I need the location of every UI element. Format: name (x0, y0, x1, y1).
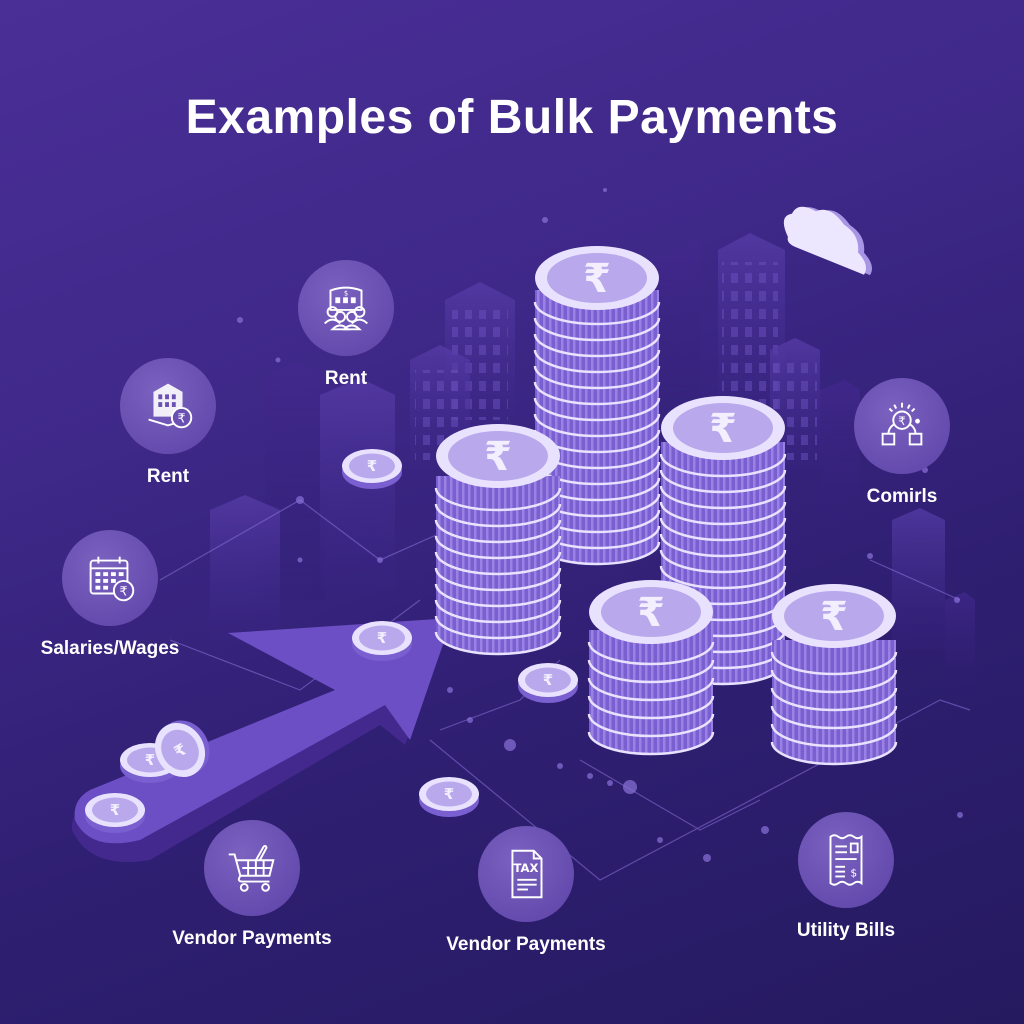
category-label: Rent (146, 466, 190, 487)
category-vendor-cart: Vendor Payments (152, 820, 352, 950)
stack-left (434, 424, 562, 656)
calendar-rupee-icon: ₹ (89, 556, 135, 602)
svg-text:$: $ (344, 289, 348, 297)
building-rupee-icon: ₹ (148, 383, 193, 429)
category-label: Salaries/Wages (40, 638, 180, 659)
svg-text:₹: ₹ (178, 410, 186, 425)
receipt-icon: $ (829, 834, 863, 886)
category-label: Utility Bills (796, 920, 896, 941)
category-utility: $ Utility Bills (746, 812, 946, 942)
category-rent-building: ₹ Rent (68, 358, 268, 488)
icon-circle: $ (798, 812, 894, 908)
svg-text:₹: ₹ (120, 583, 128, 598)
svg-text:$: $ (850, 866, 857, 879)
group-building-icon: $ (324, 286, 368, 331)
icon-circle: ₹ (120, 358, 216, 454)
category-label: Vendor Payments (172, 928, 332, 949)
tax-document-icon: TAX (511, 849, 543, 899)
category-rent-people: $ Rent (246, 260, 446, 390)
icon-circle: TAX (478, 826, 574, 922)
stack-front-center (587, 580, 715, 756)
icon-circle: ₹ (62, 530, 158, 626)
icon-circle: $ (298, 260, 394, 356)
icon-circle: ₹ (854, 378, 950, 474)
svg-text:₹: ₹ (898, 414, 905, 428)
svg-text:TAX: TAX (514, 861, 539, 875)
category-label: Rent (324, 368, 368, 389)
category-vendor-tax: TAX Vendor Payments (426, 826, 626, 956)
category-label: Comirls (866, 486, 938, 507)
page-title: Examples of Bulk Payments (185, 91, 839, 145)
rupee-network-icon: ₹ (881, 402, 923, 446)
category-comirls: ₹ Comirls (802, 378, 1002, 508)
shopping-cart-icon (228, 844, 275, 892)
category-label: Vendor Payments (446, 934, 606, 955)
icon-circle (204, 820, 300, 916)
category-salaries: ₹ Salaries/Wages (10, 530, 210, 660)
stack-front-right (770, 584, 898, 766)
